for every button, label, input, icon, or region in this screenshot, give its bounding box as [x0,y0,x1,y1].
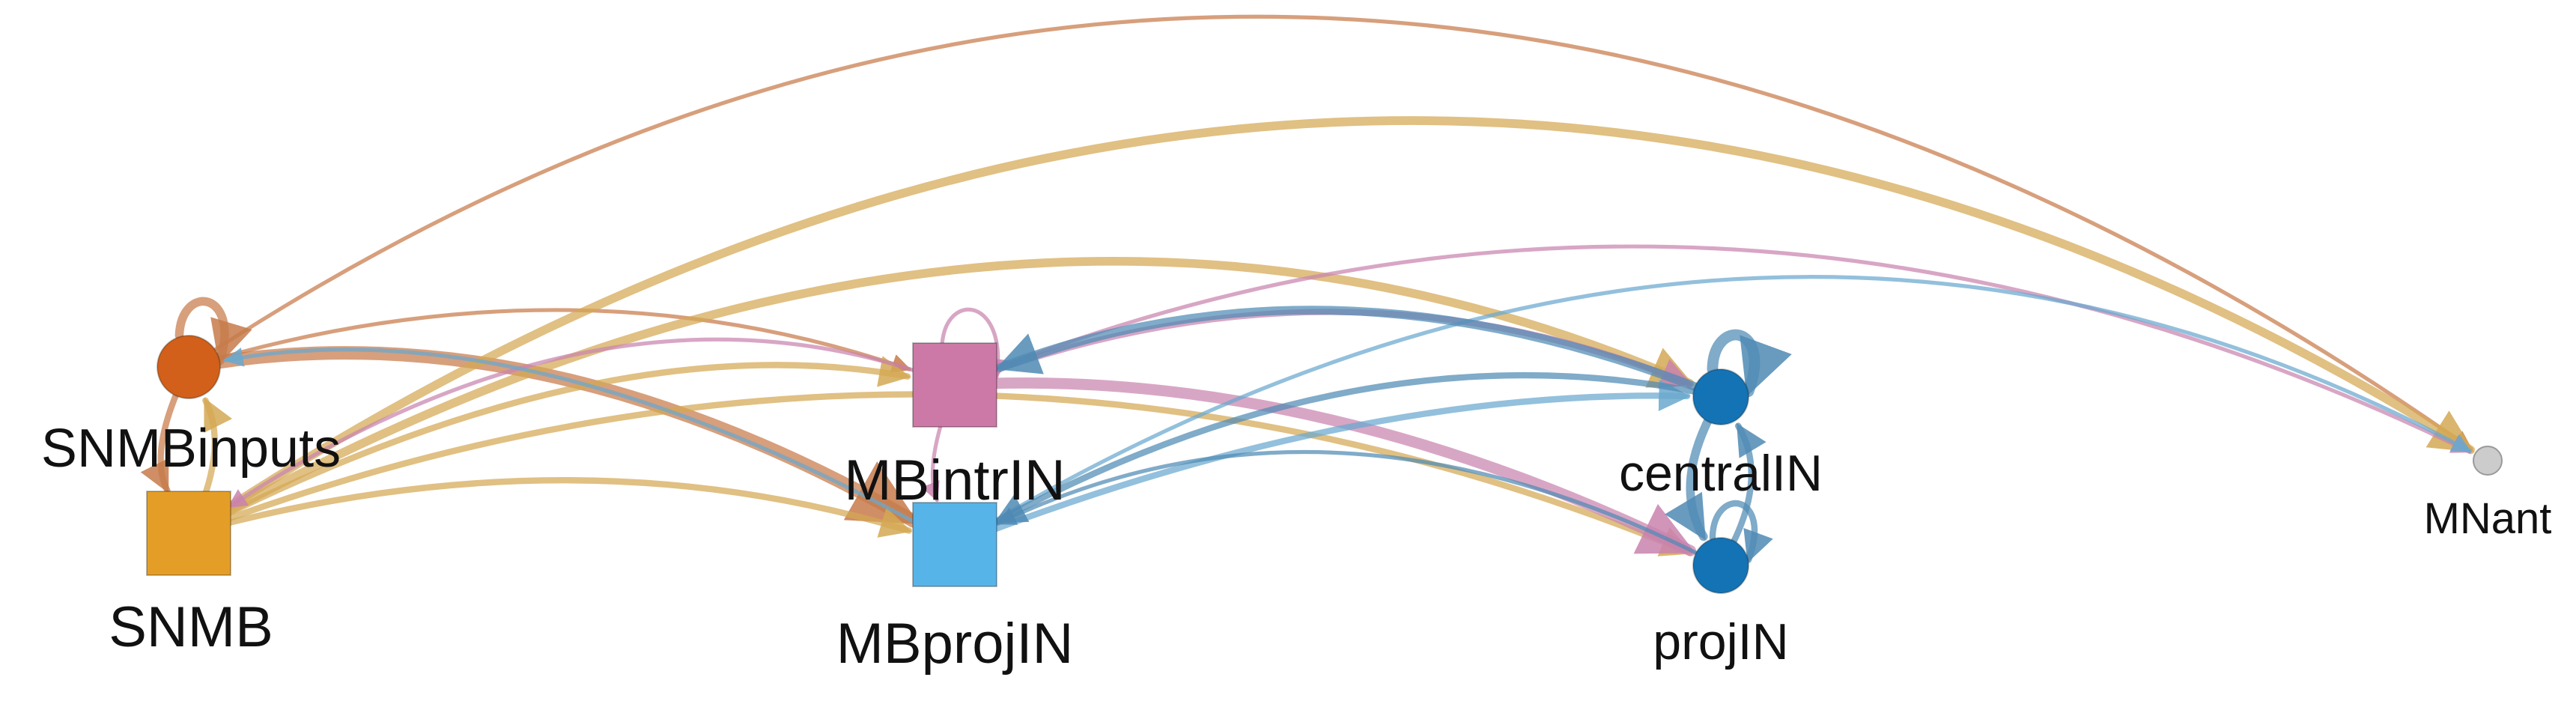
edge-centralin-to-centralin [1707,329,1792,397]
edge-snmb-to-centralin [184,257,1695,538]
edge-snmb-to-mnant [184,116,2475,538]
edge-centralin-to-mbintrin [994,306,1725,401]
edge-snmbinputs-to-mbintrin [186,308,912,373]
edge-snmb-to-mbprojin [185,477,912,538]
edge-layer [140,14,2475,569]
node-snmb[interactable] [146,491,231,576]
edge-centralin-to-mbprojin [994,371,1725,525]
edge-mbintrin-to-mnant [953,244,2472,454]
node-mbintrin[interactable] [912,342,997,428]
node-label-mbintrin: MBintrIN [844,449,1066,512]
node-label-mnant: MNant [2424,494,2552,543]
edge-mbintrin-to-snmb [226,337,957,509]
node-label-projin: projIN [1653,613,1788,670]
edge-projin-to-projin [1709,500,1773,563]
node-projin[interactable] [1692,537,1749,594]
node-centralin[interactable] [1692,368,1749,425]
edge-mbintrin-to-projin [949,377,1696,556]
node-layer [146,335,2503,594]
label-layer: SNMBinputs SNMB MBintrIN MBprojIN centra… [41,419,2551,676]
node-mbprojin[interactable] [912,502,997,587]
node-label-snmb: SNMB [109,595,273,659]
node-mnant[interactable] [2473,446,2503,476]
node-label-centralin: centralIN [1619,445,1823,502]
edge-mbprojin-to-snmbinputs [223,348,957,547]
node-label-snmbinputs: SNMBinputs [41,419,341,479]
edge-snmbinputs-to-mnant [186,14,2473,452]
edge-projin-to-mbprojin [996,449,1723,568]
node-label-mbprojin: MBprojIN [836,612,1074,676]
edge-mbprojin-to-centralin [951,379,1691,548]
edge-snmb-to-mbintrin [185,356,911,537]
node-snmbinputs[interactable] [157,335,221,399]
edge-mbprojin-to-mnant [953,275,2472,547]
edge-snmbinputs-to-snmbinputs [174,297,252,365]
